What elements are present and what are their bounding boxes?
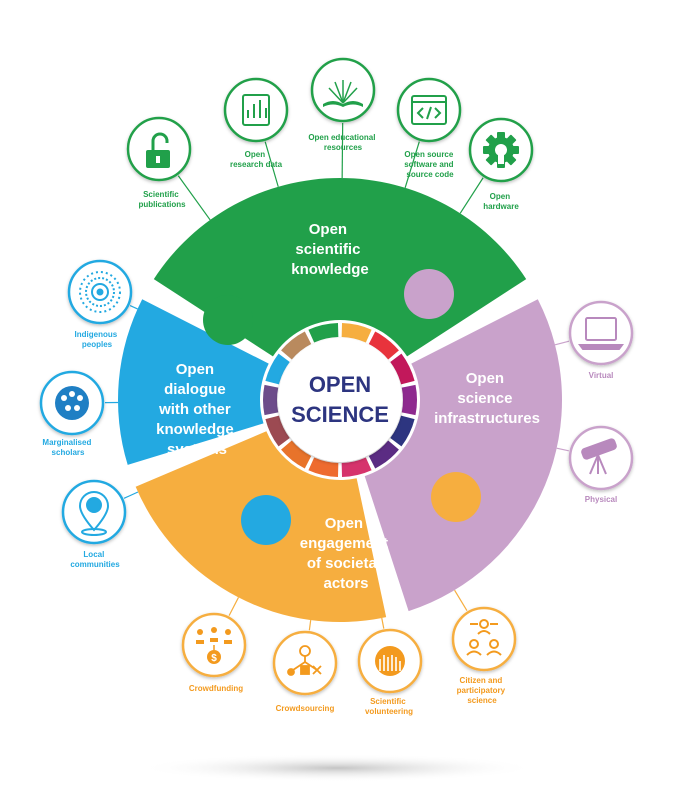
satellite-ring <box>568 300 634 366</box>
satellite-label: Open source software and source code <box>404 150 456 179</box>
satellite-ring <box>451 606 517 672</box>
puzzle-knob-dialogue <box>241 495 291 545</box>
core-ring-arc <box>281 331 312 360</box>
connector-line <box>123 491 139 499</box>
telescope-icon <box>581 438 617 475</box>
core-ring-arc <box>308 457 339 477</box>
people-group-icon <box>466 619 502 656</box>
wheel <box>117 177 562 622</box>
satellite-label: Open hardware <box>483 192 519 211</box>
satellite-label: Scientific publications <box>138 190 186 209</box>
satellite-scientific-volunteering: Scientific volunteering <box>357 628 423 716</box>
connector-line <box>129 304 138 310</box>
satellite-label: Local communities <box>70 550 120 569</box>
core-ring-arc <box>368 440 399 469</box>
segment-label-dialogue: Open dialogue with other knowledge syste… <box>156 361 238 458</box>
satellite-label: Crowdfunding <box>189 684 243 693</box>
connector-line <box>454 589 468 612</box>
core-ring-arc <box>390 353 415 385</box>
core-title-line2: SCIENCE <box>291 402 389 427</box>
connector-line <box>228 597 240 616</box>
connector-line <box>341 122 344 179</box>
connector-lines <box>104 122 570 631</box>
satellite-marginalised-scholars: Marginalised scholars <box>39 370 105 457</box>
satellite-virtual: Virtual <box>568 300 634 380</box>
satellite-label: Indigenous peoples <box>75 330 120 349</box>
core: OPEN SCIENCE <box>261 321 419 479</box>
core-ring-arc <box>281 440 312 469</box>
satellite-open-research-data: Open research data <box>223 77 289 169</box>
core-disc <box>278 338 402 462</box>
connector-line <box>381 617 385 629</box>
satellites: Scientific publications Open research da… <box>39 57 634 716</box>
code-window-icon <box>411 95 447 125</box>
connector-line <box>554 340 570 346</box>
connector-line <box>459 177 484 214</box>
satellite-label: Crowdsourcing <box>276 704 335 713</box>
segment-label-knowledge: Open scientific knowledge <box>291 221 369 278</box>
segment-dialogue <box>117 299 269 465</box>
open-padlock-icon <box>146 132 170 168</box>
satellite-label: Open research data <box>230 150 283 169</box>
satellite-crowdfunding: $ Crowdfunding <box>181 612 247 693</box>
satellite-label: Scientific volunteering <box>365 697 413 716</box>
satellite-label: Physical <box>585 495 617 504</box>
satellite-local-communities: Local communities <box>61 479 127 569</box>
gear-icon <box>483 132 519 168</box>
scholars-group-icon <box>55 386 89 420</box>
svg-text:$: $ <box>211 653 217 664</box>
core-ring-arc <box>368 331 399 360</box>
core-ring-arc <box>308 323 339 343</box>
connector-line <box>404 141 420 188</box>
crowdfunding-icon: $ <box>196 627 232 664</box>
satellite-citizen-science: Citizen and participatory science <box>451 606 517 705</box>
segment-infrastructures <box>364 299 562 612</box>
satellite-open-hardware: Open hardware <box>468 117 534 211</box>
satellite-label: Citizen and participatory science <box>457 676 508 705</box>
core-ring-arc <box>265 415 290 447</box>
puzzle-knob-knowledge <box>203 295 253 345</box>
satellite-label: Marginalised scholars <box>42 438 93 457</box>
core-ring-arc <box>341 323 372 343</box>
connector-line <box>177 175 211 221</box>
satellite-ring <box>568 425 634 491</box>
location-pin-icon <box>78 491 110 536</box>
satellite-open-source-software: Open source software and source code <box>396 77 462 179</box>
raised-hands-icon <box>375 646 405 676</box>
connector-line <box>556 447 569 452</box>
core-ring-arc <box>390 415 415 447</box>
laptop-icon <box>578 317 624 350</box>
satellite-label: Virtual <box>589 371 614 380</box>
satellite-ring <box>126 116 192 182</box>
satellite-ring <box>223 77 289 143</box>
concentric-pattern-icon <box>79 271 121 313</box>
satellite-scientific-publications: Scientific publications <box>126 116 192 209</box>
segment-label-engagement: Open engagement of societal actors <box>300 515 393 592</box>
core-ring-arc <box>341 457 372 477</box>
core-ring-arc <box>263 384 279 416</box>
satellite-crowdsourcing: Crowdsourcing <box>272 630 338 713</box>
data-chart-icon <box>242 94 270 126</box>
satellite-label: Open educational resources <box>308 133 377 152</box>
segment-label-infrastructures: Open science infrastructures <box>434 370 540 427</box>
connector-line <box>264 141 279 187</box>
puzzle-knob-engagement <box>431 472 481 522</box>
satellite-physical: Physical <box>568 425 634 504</box>
satellite-indigenous-peoples: Indigenous peoples <box>67 259 133 349</box>
core-ring-arc <box>401 384 417 416</box>
core-title-line1: OPEN <box>309 372 371 397</box>
connector-line <box>308 619 312 631</box>
floor-shadow <box>137 754 537 782</box>
crowdsourcing-icon <box>287 645 322 676</box>
open-book-icon <box>323 80 363 107</box>
core-ring-arc <box>265 353 290 385</box>
puzzle-knob-infrastructures <box>404 269 454 319</box>
satellite-open-educational-resources: Open educational resources <box>308 57 377 152</box>
